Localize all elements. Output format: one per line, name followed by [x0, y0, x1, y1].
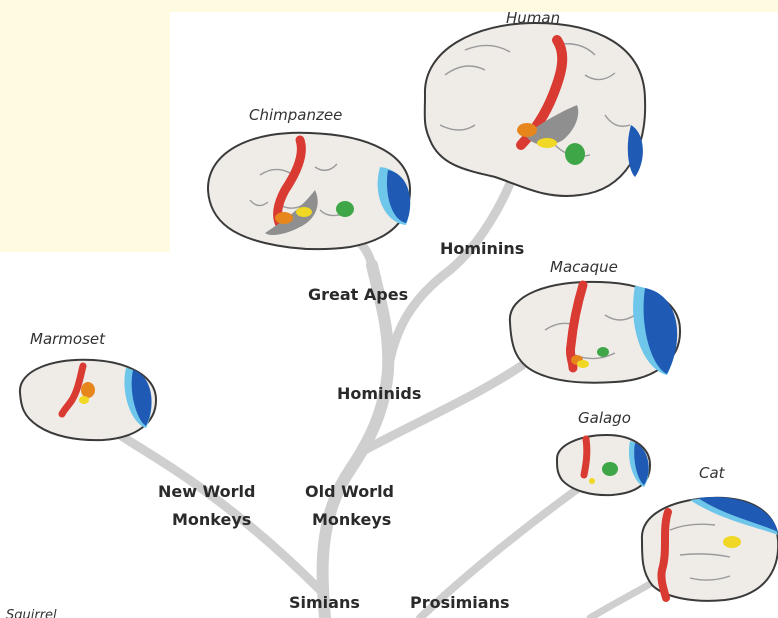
chimpanzee-green-region: [336, 201, 354, 217]
marmoset-auditory-core: [81, 382, 95, 398]
species-label-human: Human: [506, 9, 560, 27]
clade-label-great-apes: Great Apes: [308, 284, 408, 306]
species-label-galago: Galago: [578, 409, 631, 427]
chimpanzee-auditory-core: [275, 212, 293, 224]
cat-auditory-belt: [723, 536, 741, 548]
clade-label-simians: Simians: [289, 592, 360, 614]
species-label-chimpanzee: Chimpanzee: [249, 106, 342, 124]
macaque-brain: [510, 282, 680, 383]
species-label-marmoset: Marmoset: [30, 330, 105, 348]
branch-new-world: [95, 418, 320, 590]
clade-label-hominins: Hominins: [440, 238, 524, 260]
macaque-auditory-belt: [577, 360, 589, 368]
clade-label-old-world: Old World: [305, 481, 394, 503]
chimpanzee-auditory-belt: [296, 207, 312, 217]
galago-brain: [557, 435, 650, 495]
human-auditory-core: [517, 123, 537, 137]
clade-label-prosimians: Prosimians: [410, 592, 509, 614]
human-auditory-belt: [537, 138, 557, 148]
species-label-cat: Cat: [699, 464, 725, 482]
human-brain: [425, 23, 645, 196]
marmoset-brain: [20, 360, 156, 440]
galago-auditory-belt: [589, 478, 595, 484]
clade-label-new-world: New World: [158, 481, 256, 503]
marmoset-auditory-belt: [79, 396, 89, 404]
clade-label-old-world-monkeys: Monkeys: [312, 509, 391, 531]
species-label-squirrel: Squirrel: [6, 608, 57, 618]
species-label-macaque: Macaque: [550, 258, 618, 276]
galago-motor-strip: [584, 439, 587, 475]
macaque-green-region: [597, 347, 609, 357]
cat-brain: [642, 497, 778, 601]
human-green-region: [565, 143, 585, 165]
clade-label-new-world-monkeys: Monkeys: [172, 509, 251, 531]
chimpanzee-brain: [208, 133, 410, 249]
clade-label-hominids: Hominids: [337, 383, 421, 405]
galago-green-region: [602, 462, 618, 476]
